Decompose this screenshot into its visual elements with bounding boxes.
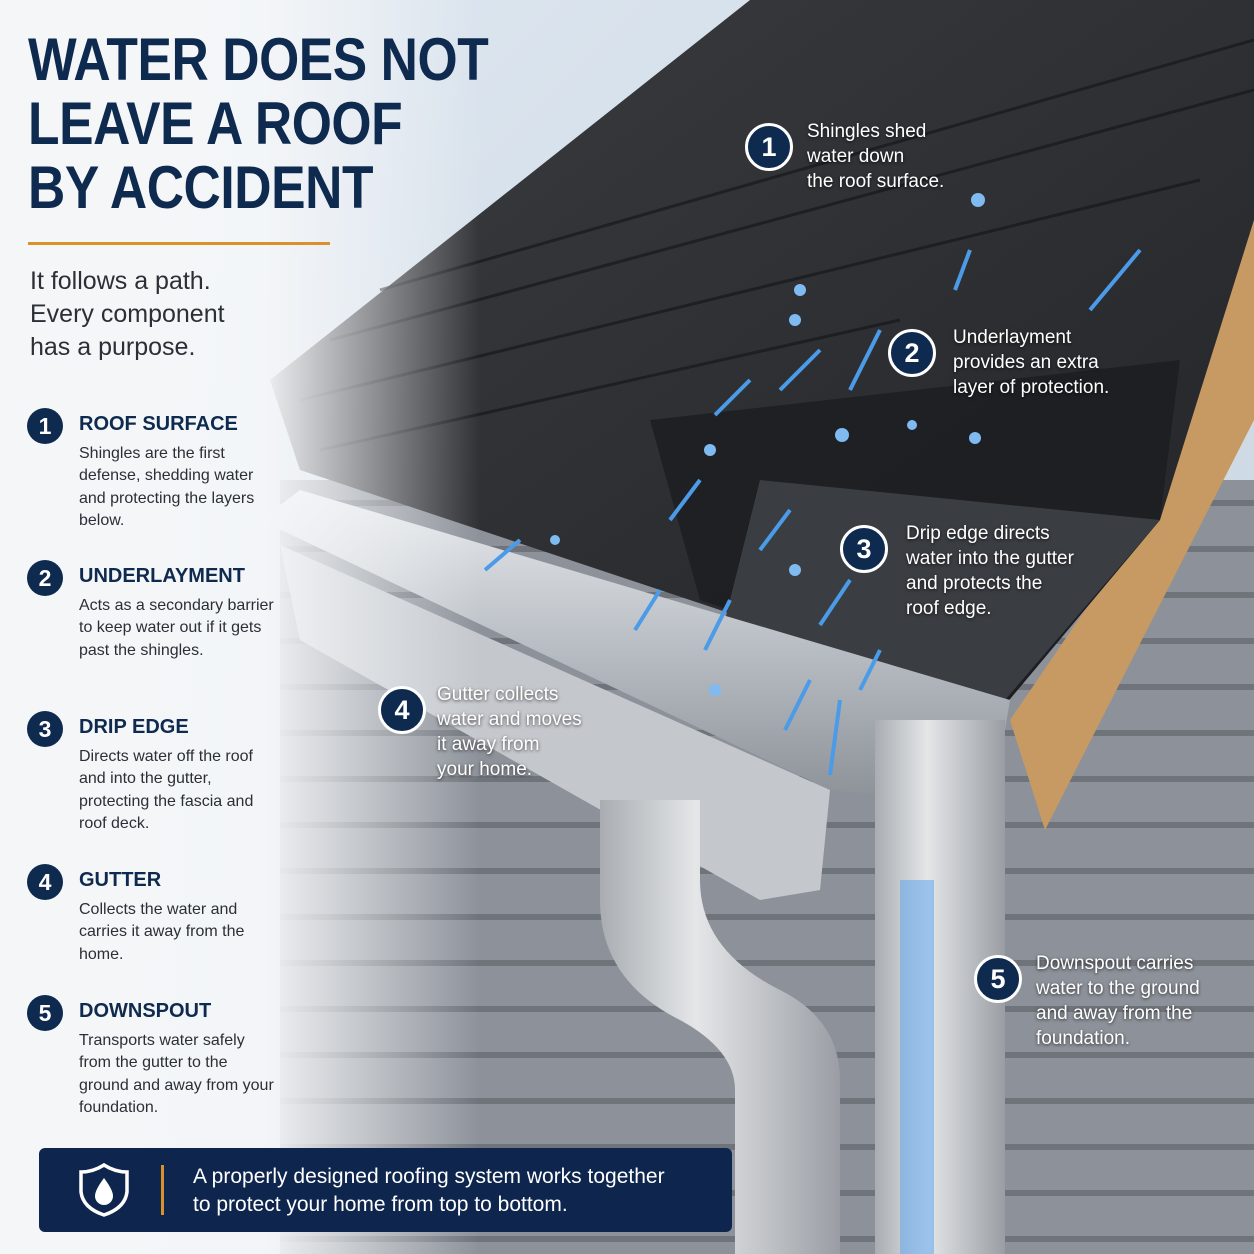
number-badge: 1 bbox=[27, 408, 63, 444]
callout-number: 3 bbox=[840, 525, 888, 573]
shield-water-drop-icon bbox=[79, 1162, 129, 1217]
callout-line: water and moves bbox=[437, 709, 582, 730]
component-description: Transports water safely from the gutter … bbox=[79, 1032, 274, 1116]
callout-line: Downspout carries bbox=[1036, 953, 1194, 974]
title-divider bbox=[28, 242, 330, 245]
component-title: DOWNSPOUT bbox=[79, 1000, 212, 1022]
subtitle: It follows a path. Every component has a… bbox=[30, 265, 310, 364]
title-line: WATER DOES NOT bbox=[28, 26, 489, 93]
callout-line: and protects the bbox=[906, 573, 1043, 594]
callout-text: Downspout carries water to the ground an… bbox=[1036, 951, 1200, 1051]
number-badge: 4 bbox=[27, 864, 63, 900]
summary-banner: A properly designed roofing system works… bbox=[39, 1148, 732, 1232]
callout-line: roof edge. bbox=[906, 598, 992, 619]
number-badge: 3 bbox=[27, 711, 63, 747]
callout-line: water to the ground bbox=[1036, 978, 1200, 999]
component-description: Collects the water and carries it away f… bbox=[79, 901, 245, 963]
number-badge: 5 bbox=[27, 995, 63, 1031]
callout-text: Underlayment provides an extra layer of … bbox=[953, 325, 1109, 400]
banner-line: to protect your home from top to bottom. bbox=[193, 1193, 568, 1216]
number-badge: 2 bbox=[27, 560, 63, 596]
component-description: Directs water off the roof and into the … bbox=[79, 748, 254, 832]
callout-line: Underlayment bbox=[953, 327, 1072, 348]
callout-line: Shingles shed bbox=[807, 121, 927, 142]
callout-number: 4 bbox=[378, 686, 426, 734]
component-title: UNDERLAYMENT bbox=[79, 565, 245, 587]
banner-text: A properly designed roofing system works… bbox=[193, 1163, 665, 1219]
callout-line: layer of protection. bbox=[953, 377, 1110, 398]
subtitle-line: Every component bbox=[30, 300, 225, 328]
subtitle-line: has a purpose. bbox=[30, 333, 196, 361]
callout-number: 2 bbox=[888, 329, 936, 377]
callout-line: and away from the bbox=[1036, 1003, 1193, 1024]
callout-text: Shingles shed water down the roof surfac… bbox=[807, 119, 944, 194]
callout-text: Drip edge directs water into the gutter … bbox=[906, 521, 1074, 621]
callout-number: 1 bbox=[745, 123, 793, 171]
component-title: ROOF SURFACE bbox=[79, 413, 238, 435]
callout-number: 5 bbox=[974, 955, 1022, 1003]
component-title: DRIP EDGE bbox=[79, 716, 189, 738]
left-panel-fade bbox=[0, 0, 480, 1254]
callout-text: Gutter collects water and moves it away … bbox=[437, 682, 582, 782]
callout-line: Gutter collects bbox=[437, 684, 559, 705]
callout-line: foundation. bbox=[1036, 1028, 1131, 1049]
component-description: Shingles are the first defense, shedding… bbox=[79, 445, 255, 529]
callout-line: your home. bbox=[437, 759, 533, 780]
page-title: WATER DOES NOT LEAVE A ROOF BY ACCIDENT bbox=[28, 26, 489, 221]
callout-line: it away from bbox=[437, 734, 540, 755]
title-line: LEAVE A ROOF bbox=[28, 90, 403, 157]
title-line: BY ACCIDENT bbox=[28, 154, 374, 221]
callout-line: water into the gutter bbox=[906, 548, 1074, 569]
callout-line: the roof surface. bbox=[807, 171, 945, 192]
component-description: Acts as a secondary barrier to keep wate… bbox=[79, 597, 274, 659]
component-title: GUTTER bbox=[79, 869, 162, 891]
banner-divider bbox=[161, 1165, 164, 1215]
subtitle-line: It follows a path. bbox=[30, 267, 211, 295]
callout-line: provides an extra bbox=[953, 352, 1099, 373]
banner-line: A properly designed roofing system works… bbox=[193, 1165, 665, 1188]
callout-line: water down bbox=[807, 146, 905, 167]
callout-line: Drip edge directs bbox=[906, 523, 1050, 544]
